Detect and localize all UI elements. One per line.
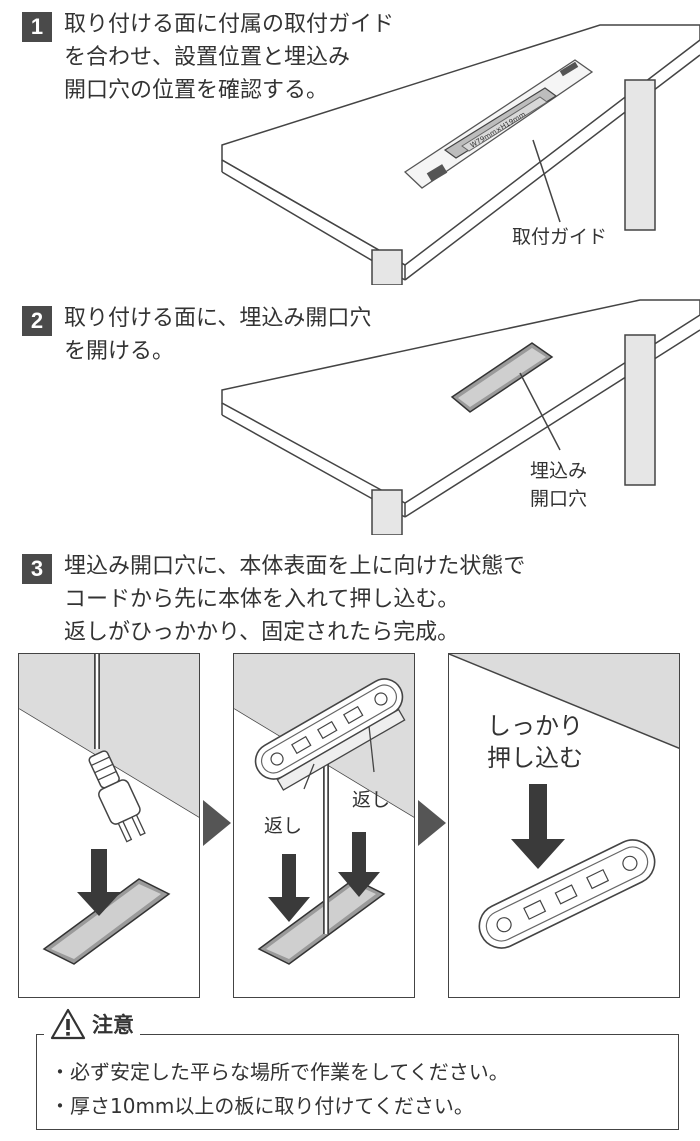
panel-insert-body: 返し 返し — [233, 653, 415, 998]
step-2-illustration: 埋込み 開口穴 — [221, 299, 700, 535]
power-plug-icon — [88, 750, 146, 843]
step-3-badge: 3 — [22, 554, 52, 584]
press-label-line2: 押し込む — [487, 744, 583, 772]
down-arrow-icon — [268, 854, 310, 922]
step-3-text: 埋込み開口穴に、本体表面を上に向けた状態で コードから先に本体を入れて押し込む。… — [64, 554, 526, 645]
step-1: 1 取り付ける面に付属の取付ガイド を合わせ、設置位置と埋込み 開口穴の位置を確… — [22, 8, 394, 107]
step-2-badge: 2 — [22, 306, 52, 336]
step-3: 3 埋込み開口穴に、本体表面を上に向けた状態で コードから先に本体を入れて押し込… — [22, 550, 525, 649]
caution-title: 注意 — [44, 1008, 140, 1040]
down-arrow-icon — [77, 849, 121, 916]
outlet-body-installed — [478, 839, 656, 949]
barb-label-left: 返し — [264, 815, 302, 837]
next-step-arrow-icon — [418, 800, 446, 846]
step-2: 2 取り付ける面に、埋込み開口穴 を開ける。 — [22, 302, 371, 368]
warning-icon — [50, 1008, 86, 1040]
step-2-text: 取り付ける面に、埋込み開口穴 を開ける。 — [64, 306, 372, 364]
caution-title-text: 注意 — [92, 1013, 134, 1037]
table-leg-right — [624, 79, 656, 231]
caution-item-1: ・必ず安定した平らな場所で作業をしてください。 — [50, 1060, 509, 1084]
barb-label-right: 返し — [352, 789, 390, 811]
outlet-body — [254, 678, 406, 791]
hole-callout-label-line1: 埋込み — [530, 460, 587, 482]
down-arrow-icon — [511, 784, 565, 869]
caution-item-2: ・厚さ10mm以上の板に取り付けてください。 — [50, 1094, 474, 1118]
panel-insert-cord — [18, 653, 200, 998]
step-1-illustration: W79mm×H19mm 取付ガイド — [221, 24, 700, 285]
step-1-text: 取り付ける面に付属の取付ガイド を合わせ、設置位置と埋込み 開口穴の位置を確認す… — [64, 12, 395, 103]
step-1-badge: 1 — [22, 12, 52, 42]
press-label-line1: しっかり — [487, 712, 583, 740]
down-arrow-icon — [338, 832, 380, 897]
hole-callout-line — [519, 372, 561, 451]
guide-callout-line — [532, 139, 561, 223]
next-step-arrow-icon — [203, 800, 231, 846]
caution-box — [36, 1034, 679, 1130]
panel-press-firmly: しっかり 押し込む — [448, 653, 680, 998]
table-leg-left — [371, 249, 403, 285]
hole-callout-label-line2: 開口穴 — [530, 488, 587, 510]
guide-callout-label: 取付ガイド — [512, 226, 607, 248]
